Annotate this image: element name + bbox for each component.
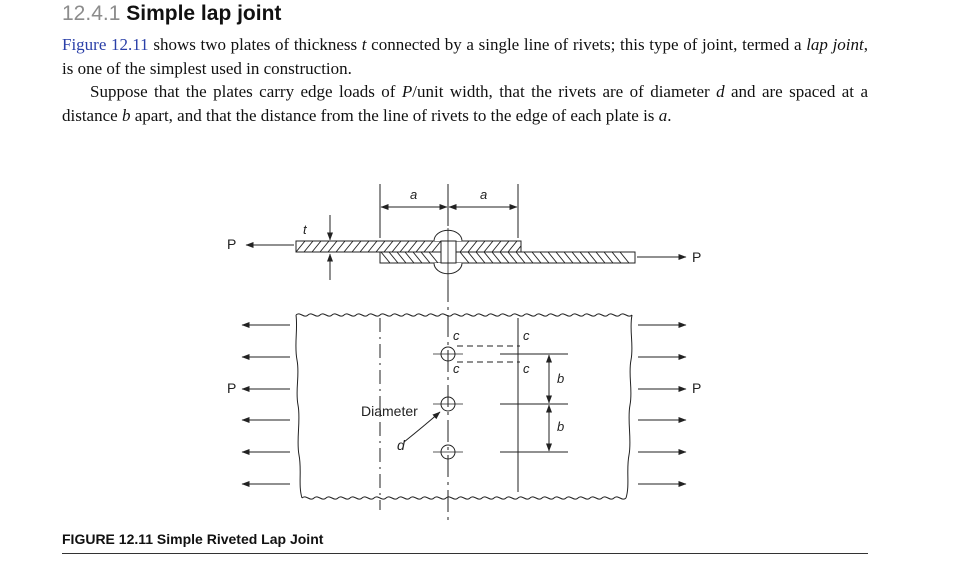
plan-view bbox=[241, 280, 687, 522]
label-p-top-right: P bbox=[692, 249, 701, 265]
var-a: a bbox=[658, 106, 668, 125]
label-a-left: a bbox=[410, 187, 417, 202]
plate-left-break bbox=[295, 314, 303, 499]
label-a-right: a bbox=[480, 187, 487, 202]
load-arrows-right bbox=[638, 322, 687, 487]
text-span: . bbox=[667, 106, 672, 125]
text-span: , is one of the simplest used in constru… bbox=[62, 35, 868, 78]
figure-link[interactable]: Figure 12.11 bbox=[62, 35, 149, 54]
label-t: t bbox=[303, 222, 308, 237]
label-b-1: b bbox=[557, 371, 564, 386]
var-t: t bbox=[361, 35, 367, 54]
text-span: and are spaced at a distance bbox=[62, 82, 868, 125]
var-b: b bbox=[121, 106, 131, 125]
elevation-view bbox=[245, 184, 687, 290]
label-p-mid-left: P bbox=[227, 380, 236, 396]
diameter-leader bbox=[403, 411, 441, 443]
term-lap-joint: lap joint bbox=[806, 35, 864, 54]
bottom-plate-hatch bbox=[380, 252, 630, 263]
bottom-plate bbox=[379, 251, 636, 264]
text-span: Suppose that the plates carry edge loads… bbox=[90, 82, 402, 101]
var-d: d bbox=[716, 82, 725, 101]
label-d: d bbox=[397, 437, 406, 453]
text-span: apart, and that the distance from the li… bbox=[130, 106, 659, 125]
label-c-1: c bbox=[453, 328, 460, 343]
rivet-3 bbox=[433, 444, 463, 460]
paragraph-2: Suppose that the plates carry edge loads… bbox=[62, 80, 868, 128]
label-p-top-left: P bbox=[227, 236, 236, 252]
figure-labels: P P P P t a a c c c c b b Diameter d bbox=[227, 187, 701, 453]
plate-bottom-break bbox=[301, 496, 627, 500]
label-c-3: c bbox=[523, 328, 530, 343]
plate-right-break bbox=[625, 314, 633, 499]
rivet-elevation bbox=[433, 228, 463, 290]
paragraph-1: Figure 12.11 shows two plates of thickne… bbox=[62, 33, 868, 81]
section-number: 12.4.1 bbox=[62, 2, 121, 25]
plate-top-break bbox=[295, 313, 633, 317]
section-title: Simple lap joint bbox=[126, 2, 282, 25]
label-p-mid-right: P bbox=[692, 380, 701, 396]
label-b-2: b bbox=[557, 419, 564, 434]
label-diameter: Diameter bbox=[361, 403, 418, 419]
caption-rule bbox=[62, 553, 868, 554]
label-c-2: c bbox=[453, 361, 460, 376]
label-c-4: c bbox=[523, 361, 530, 376]
text-span: connected by a single line of rivets; th… bbox=[366, 35, 807, 54]
figure-caption: FIGURE 12.11 Simple Riveted Lap Joint bbox=[62, 531, 324, 547]
var-p: P bbox=[401, 82, 413, 101]
load-arrows-left bbox=[241, 322, 290, 487]
text-span: /unit width, that the rivets are of diam… bbox=[412, 82, 717, 101]
top-plate-hatch bbox=[296, 241, 521, 252]
section-heading: 12.4.1 Simple lap joint bbox=[62, 0, 281, 28]
text-span: shows two plates of thickness bbox=[148, 35, 362, 54]
rivet-1 bbox=[433, 346, 463, 362]
rivet-2 bbox=[433, 396, 463, 412]
